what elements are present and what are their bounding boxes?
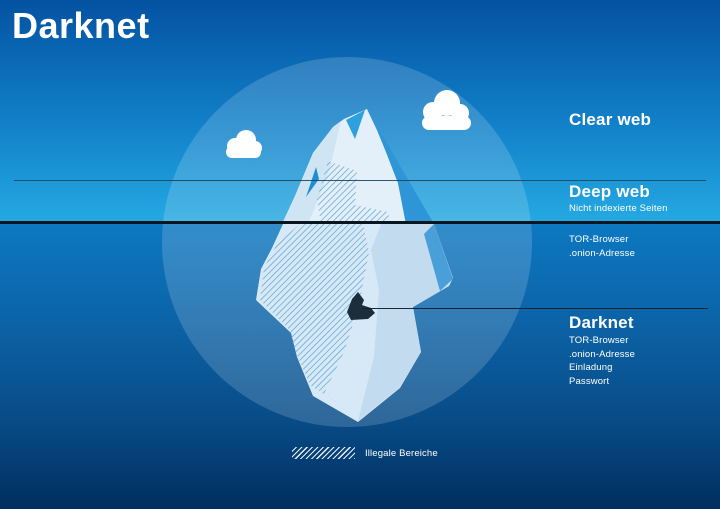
cave-opening [347,292,375,320]
iceberg-above-water [282,109,434,224]
darknet-item: Einladung [569,362,613,373]
label-darknet: Darknet [569,313,634,332]
darknet-item: Passwort [569,375,610,387]
hatch-swatch-icon [292,447,355,459]
cloud-icon-right [422,90,471,130]
iceberg-above-hatch [317,161,390,224]
deep-web-item: .onion-Adresse [569,247,635,259]
legend: Illegale Bereiche [292,447,438,459]
darknet-item: TOR-Browser [569,335,629,346]
deep-web-item-list: TOR-Browser .onion-Adresse [569,233,635,260]
deep-web-item: TOR-Browser [569,234,629,245]
iceberg-underwater [256,224,453,422]
label-clear-web: Clear web [569,110,652,129]
iceberg-underwater-edge-wedge [424,224,453,291]
cloud-icon-left [226,130,262,158]
darknet-item: .onion-Adresse [569,348,635,360]
iceberg-underwater-hatch [260,224,369,394]
darknet-item-list: TOR-Browser .onion-Adresse Einladung Pas… [569,334,635,388]
iceberg-crevice [306,167,319,197]
iceberg-tip-hatch [314,384,358,421]
iceberg-underwater-shade [358,224,449,421]
label-deep-web: Deep web [569,182,650,201]
page-title: Darknet [12,5,150,46]
legend-label: Illegale Bereiche [365,447,438,459]
iceberg-cast-shadow [367,109,434,224]
iceberg-peak-notch [346,110,365,139]
iceberg-left-facet [282,121,341,224]
label-deep-web-subtitle: Nicht indexierte Seiten [569,203,668,214]
